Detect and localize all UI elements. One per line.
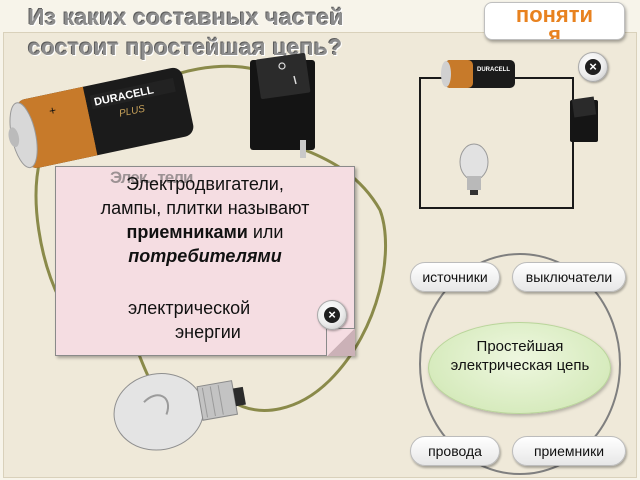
- callout-text: Электродвигатели, лампы, плитки называют…: [58, 172, 352, 268]
- concepts-button-label: поняти я: [515, 2, 594, 40]
- parts-ring: [419, 253, 621, 475]
- close-icon: ×: [585, 59, 601, 75]
- battery-large-icon: DURACELL PLUS +: [8, 67, 194, 169]
- concepts-button[interactable]: поняти я: [484, 2, 625, 40]
- part-sources-button[interactable]: источники: [410, 262, 500, 292]
- close-button-diagram[interactable]: ×: [578, 52, 608, 82]
- part-consumers-button[interactable]: приемники: [512, 436, 626, 466]
- callout-tail-line-1: электрической: [128, 298, 251, 318]
- callout-or-word: или: [252, 222, 284, 242]
- callout-page-curl: [326, 328, 355, 356]
- callout-line-4: потребителями: [58, 244, 352, 268]
- callout-line-2: лампы, плитки называют: [100, 198, 310, 218]
- center-oval-label: Простейшая электрическая цепь: [450, 338, 590, 374]
- callout-line-3: приемниками или: [58, 220, 352, 244]
- small-circuit-diagram: DURACELL: [419, 60, 598, 209]
- part-switches-button[interactable]: выключатели: [512, 262, 626, 292]
- close-button-callout[interactable]: ×: [317, 300, 347, 330]
- callout-tail-line-2: энергии: [175, 322, 241, 342]
- svg-text:DURACELL: DURACELL: [477, 67, 510, 73]
- battery-small-icon: DURACELL: [441, 60, 515, 88]
- switch-small-icon: [570, 96, 598, 142]
- callout-italic-word: потребителями: [128, 246, 282, 266]
- bulb-small-icon: [459, 143, 489, 195]
- definition-callout: [55, 166, 355, 356]
- loop-wire-left: [34, 159, 62, 301]
- callout-tail-text: электрической энергии: [120, 296, 340, 344]
- switch-large-icon: [250, 52, 315, 158]
- center-oval: [428, 322, 611, 414]
- callout-line-1: Электродвигатели,: [126, 174, 284, 194]
- close-icon: ×: [324, 307, 340, 323]
- part-wires-button[interactable]: провода: [410, 436, 500, 466]
- callout-bold-word: приемниками: [126, 222, 248, 242]
- battery-plus-sign: +: [48, 103, 58, 118]
- callout-header-overlay: Элек...тели: [110, 168, 193, 187]
- bulb-large-icon: [113, 373, 246, 451]
- battery-subbrand-text: PLUS: [118, 103, 146, 119]
